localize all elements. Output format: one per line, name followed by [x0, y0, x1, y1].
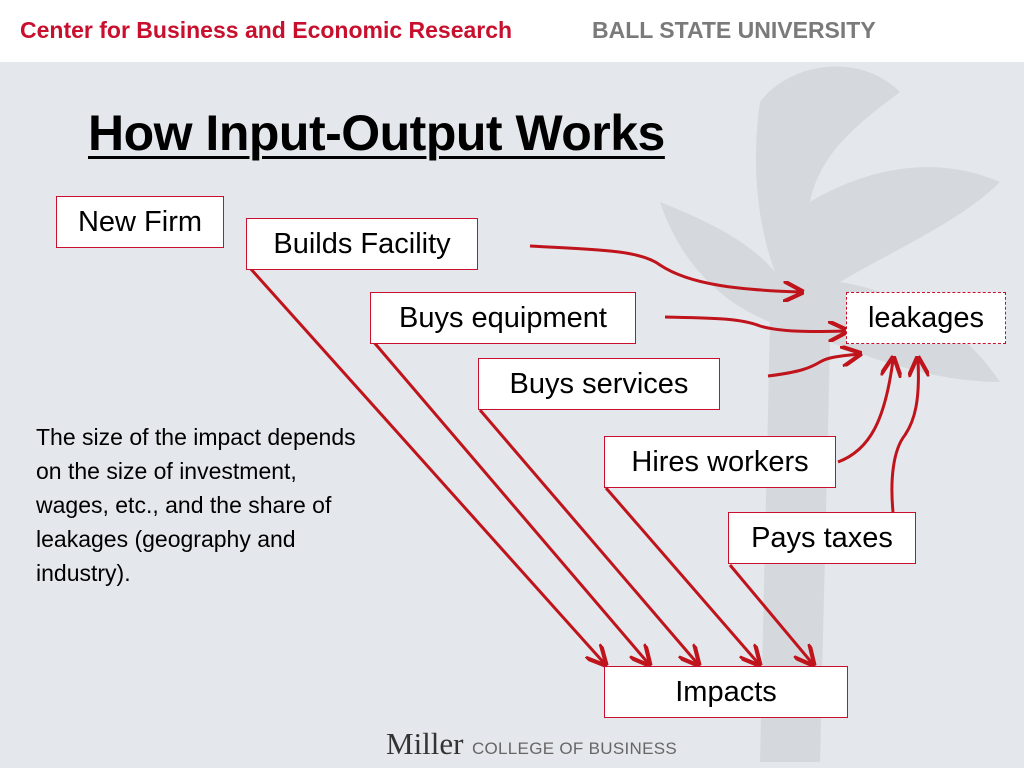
leakages-box: leakages: [846, 292, 1006, 344]
center-name: Center for Business and Economic Researc…: [20, 17, 513, 43]
university-name: BALL STATE UNIVERSITY: [592, 17, 876, 43]
arrow-workers-to-leakages: [837, 360, 893, 464]
hires-workers-box: Hires workers: [604, 436, 836, 488]
arrow-workers-to-impacts: [604, 487, 758, 663]
arrow-equipment-to-impacts: [370, 339, 648, 663]
arrow-equipment-to-leakages: [664, 315, 845, 331]
arrow-taxes-to-impacts: [728, 564, 812, 663]
arrow-facility-to-leakages: [529, 244, 800, 292]
pays-taxes-box: Pays taxes: [728, 512, 916, 564]
header-bar: Center for Business and Economic Researc…: [0, 0, 1024, 62]
new-firm-box: New Firm: [56, 196, 224, 248]
arrow-services-to-impacts: [478, 409, 697, 663]
impact-note: The size of the impact depends on the si…: [36, 424, 356, 586]
buys-equipment-box: Buys equipment: [370, 292, 636, 344]
miller-wordmark: Miller: [386, 726, 464, 761]
impacts-box: Impacts: [604, 666, 848, 718]
arrow-taxes-to-leakages: [890, 360, 919, 513]
slide-title: How Input-Output Works: [88, 105, 665, 161]
arrow-services-to-leakages: [767, 354, 858, 378]
arrow-facility-to-impacts: [248, 266, 604, 663]
college-of-business-label: COLLEGE OF BUSINESS: [471, 739, 677, 758]
college-logo: Miller COLLEGE OF BUSINESS: [386, 726, 677, 762]
buys-services-box: Buys services: [478, 358, 720, 410]
builds-facility-box: Builds Facility: [246, 218, 478, 270]
cardinal-watermark-icon: [660, 66, 1000, 763]
